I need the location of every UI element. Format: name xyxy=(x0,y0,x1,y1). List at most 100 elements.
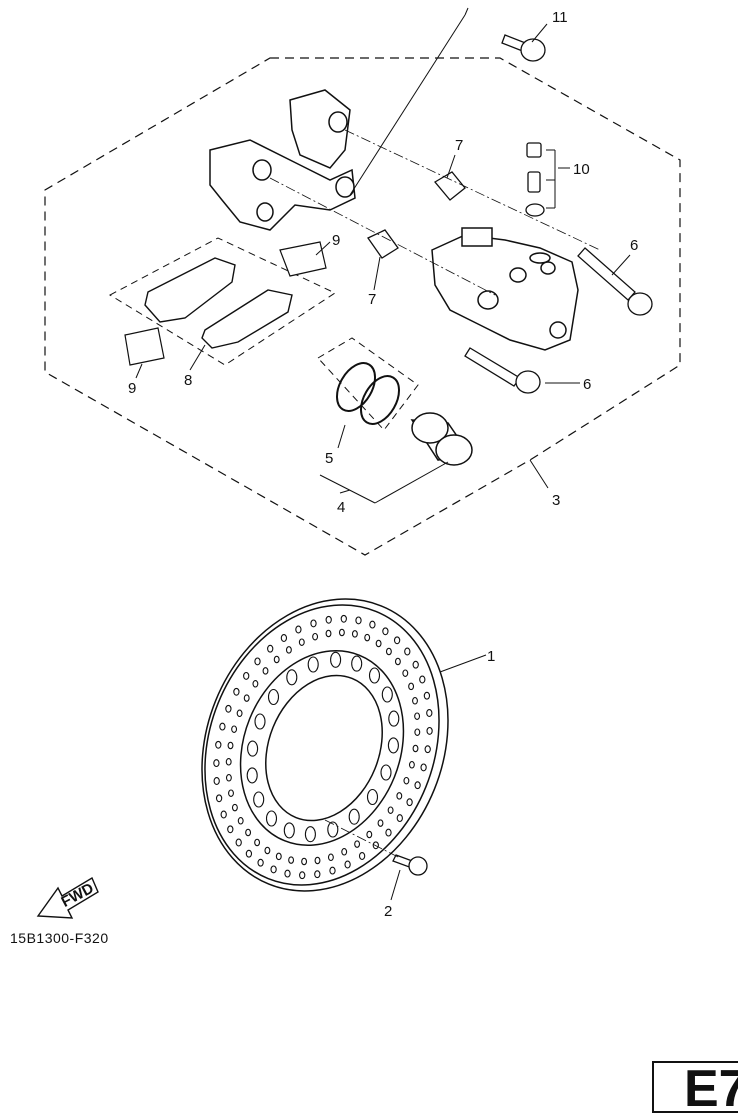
disc-hole xyxy=(388,710,400,727)
disc-hole xyxy=(327,821,339,838)
disc-hole xyxy=(284,869,291,878)
disc-hole xyxy=(314,870,321,879)
disc-hole xyxy=(235,838,242,847)
mounting-bolt xyxy=(501,34,546,62)
seal-kit-outline xyxy=(317,337,419,431)
disc-hole xyxy=(341,848,348,856)
disc-hole xyxy=(338,628,345,637)
callout-5: 5 xyxy=(325,450,333,467)
page-reference: E7 xyxy=(684,1060,738,1118)
disc-hole xyxy=(299,871,306,880)
disc-hole xyxy=(412,744,419,753)
disc-hole xyxy=(283,822,295,839)
caliper-bolts xyxy=(464,247,653,394)
disc-hole xyxy=(385,828,392,837)
callout-7-lower: 7 xyxy=(368,291,376,308)
callout-3: 3 xyxy=(552,492,560,509)
disc-hole xyxy=(358,852,366,860)
disc-hole xyxy=(366,830,373,839)
bleed-screw-set xyxy=(525,142,545,217)
fwd-label: FWD xyxy=(58,880,96,911)
disc-hole xyxy=(267,644,274,653)
disc-hole xyxy=(233,687,240,696)
pin-boots xyxy=(367,171,466,259)
disc-hole xyxy=(396,792,403,800)
caliper-body xyxy=(431,227,579,351)
disc-hole xyxy=(236,709,243,718)
disc-hole xyxy=(228,789,234,797)
piston xyxy=(410,412,473,466)
disc-hole xyxy=(273,655,280,664)
callout-7-upper: 7 xyxy=(455,137,463,154)
disc-hole xyxy=(267,688,280,706)
disc-hole xyxy=(330,651,342,668)
disc-hole xyxy=(403,776,410,785)
disc-hole xyxy=(243,671,250,680)
disc-hole xyxy=(246,767,258,784)
disc-hole xyxy=(310,619,317,628)
disc-hole xyxy=(420,763,427,772)
callout-4: 4 xyxy=(337,499,345,516)
disc-hole xyxy=(231,725,238,733)
pad-springs xyxy=(124,241,327,366)
disc-hole xyxy=(424,745,431,754)
disc-hole xyxy=(382,627,389,636)
disc-hole xyxy=(423,691,431,700)
disc-holes xyxy=(213,614,433,880)
disc-hole xyxy=(262,667,269,675)
callout-2: 2 xyxy=(384,903,392,920)
disc-hole xyxy=(414,712,421,720)
disc-hole xyxy=(344,860,351,869)
disc-hole xyxy=(393,636,401,645)
disc-hole xyxy=(252,680,259,688)
disc-hole xyxy=(354,840,361,848)
disc-hole xyxy=(402,669,409,677)
disc-hole xyxy=(355,616,362,625)
drawing-code: 15B1300-F320 xyxy=(10,930,109,946)
disc-hole xyxy=(254,838,261,847)
callout-1: 1 xyxy=(487,648,495,665)
leader-lines xyxy=(135,7,631,901)
disc-hole xyxy=(368,667,381,684)
disc-hole xyxy=(408,761,415,769)
disc-hole xyxy=(327,853,334,862)
disc-hole xyxy=(304,826,316,843)
disc-hole xyxy=(215,740,222,749)
disc-hole xyxy=(408,682,415,691)
disc-hole xyxy=(412,697,418,705)
disc-hole xyxy=(394,657,401,666)
callout-8: 8 xyxy=(184,372,192,389)
disc-hole xyxy=(351,630,358,638)
disc-hole xyxy=(243,694,250,702)
disc-hole xyxy=(213,777,220,785)
disc-hole xyxy=(372,841,379,850)
disc-hole xyxy=(247,740,259,757)
disc-bolt xyxy=(392,854,428,876)
disc-hole xyxy=(227,825,234,834)
disc-hole xyxy=(351,655,363,672)
disc-hole xyxy=(406,798,413,807)
disc-hole xyxy=(312,632,319,641)
brake-disc xyxy=(201,598,449,892)
disc-hole xyxy=(265,810,278,827)
disc-hole xyxy=(381,686,393,703)
page-reference-box: E7 xyxy=(652,1060,738,1118)
disc-hole xyxy=(253,791,265,808)
disc-hole xyxy=(286,669,298,686)
assembly-axes xyxy=(269,129,601,859)
disc-hole xyxy=(295,625,302,634)
disc-hole xyxy=(245,828,252,837)
disc-hole xyxy=(288,856,295,864)
callout-9-lower: 9 xyxy=(128,380,136,397)
disc-hole xyxy=(325,615,332,624)
disc-hole xyxy=(219,722,226,731)
disc-hole xyxy=(280,634,288,642)
disc-hole xyxy=(270,865,277,874)
disc-hole xyxy=(369,620,376,629)
brake-pads xyxy=(144,257,293,349)
callout-6-upper: 6 xyxy=(630,237,638,254)
disc-hole xyxy=(380,764,392,781)
disc-hole xyxy=(329,866,336,875)
disc-hole xyxy=(298,638,305,646)
callout-10: 10 xyxy=(573,161,590,178)
